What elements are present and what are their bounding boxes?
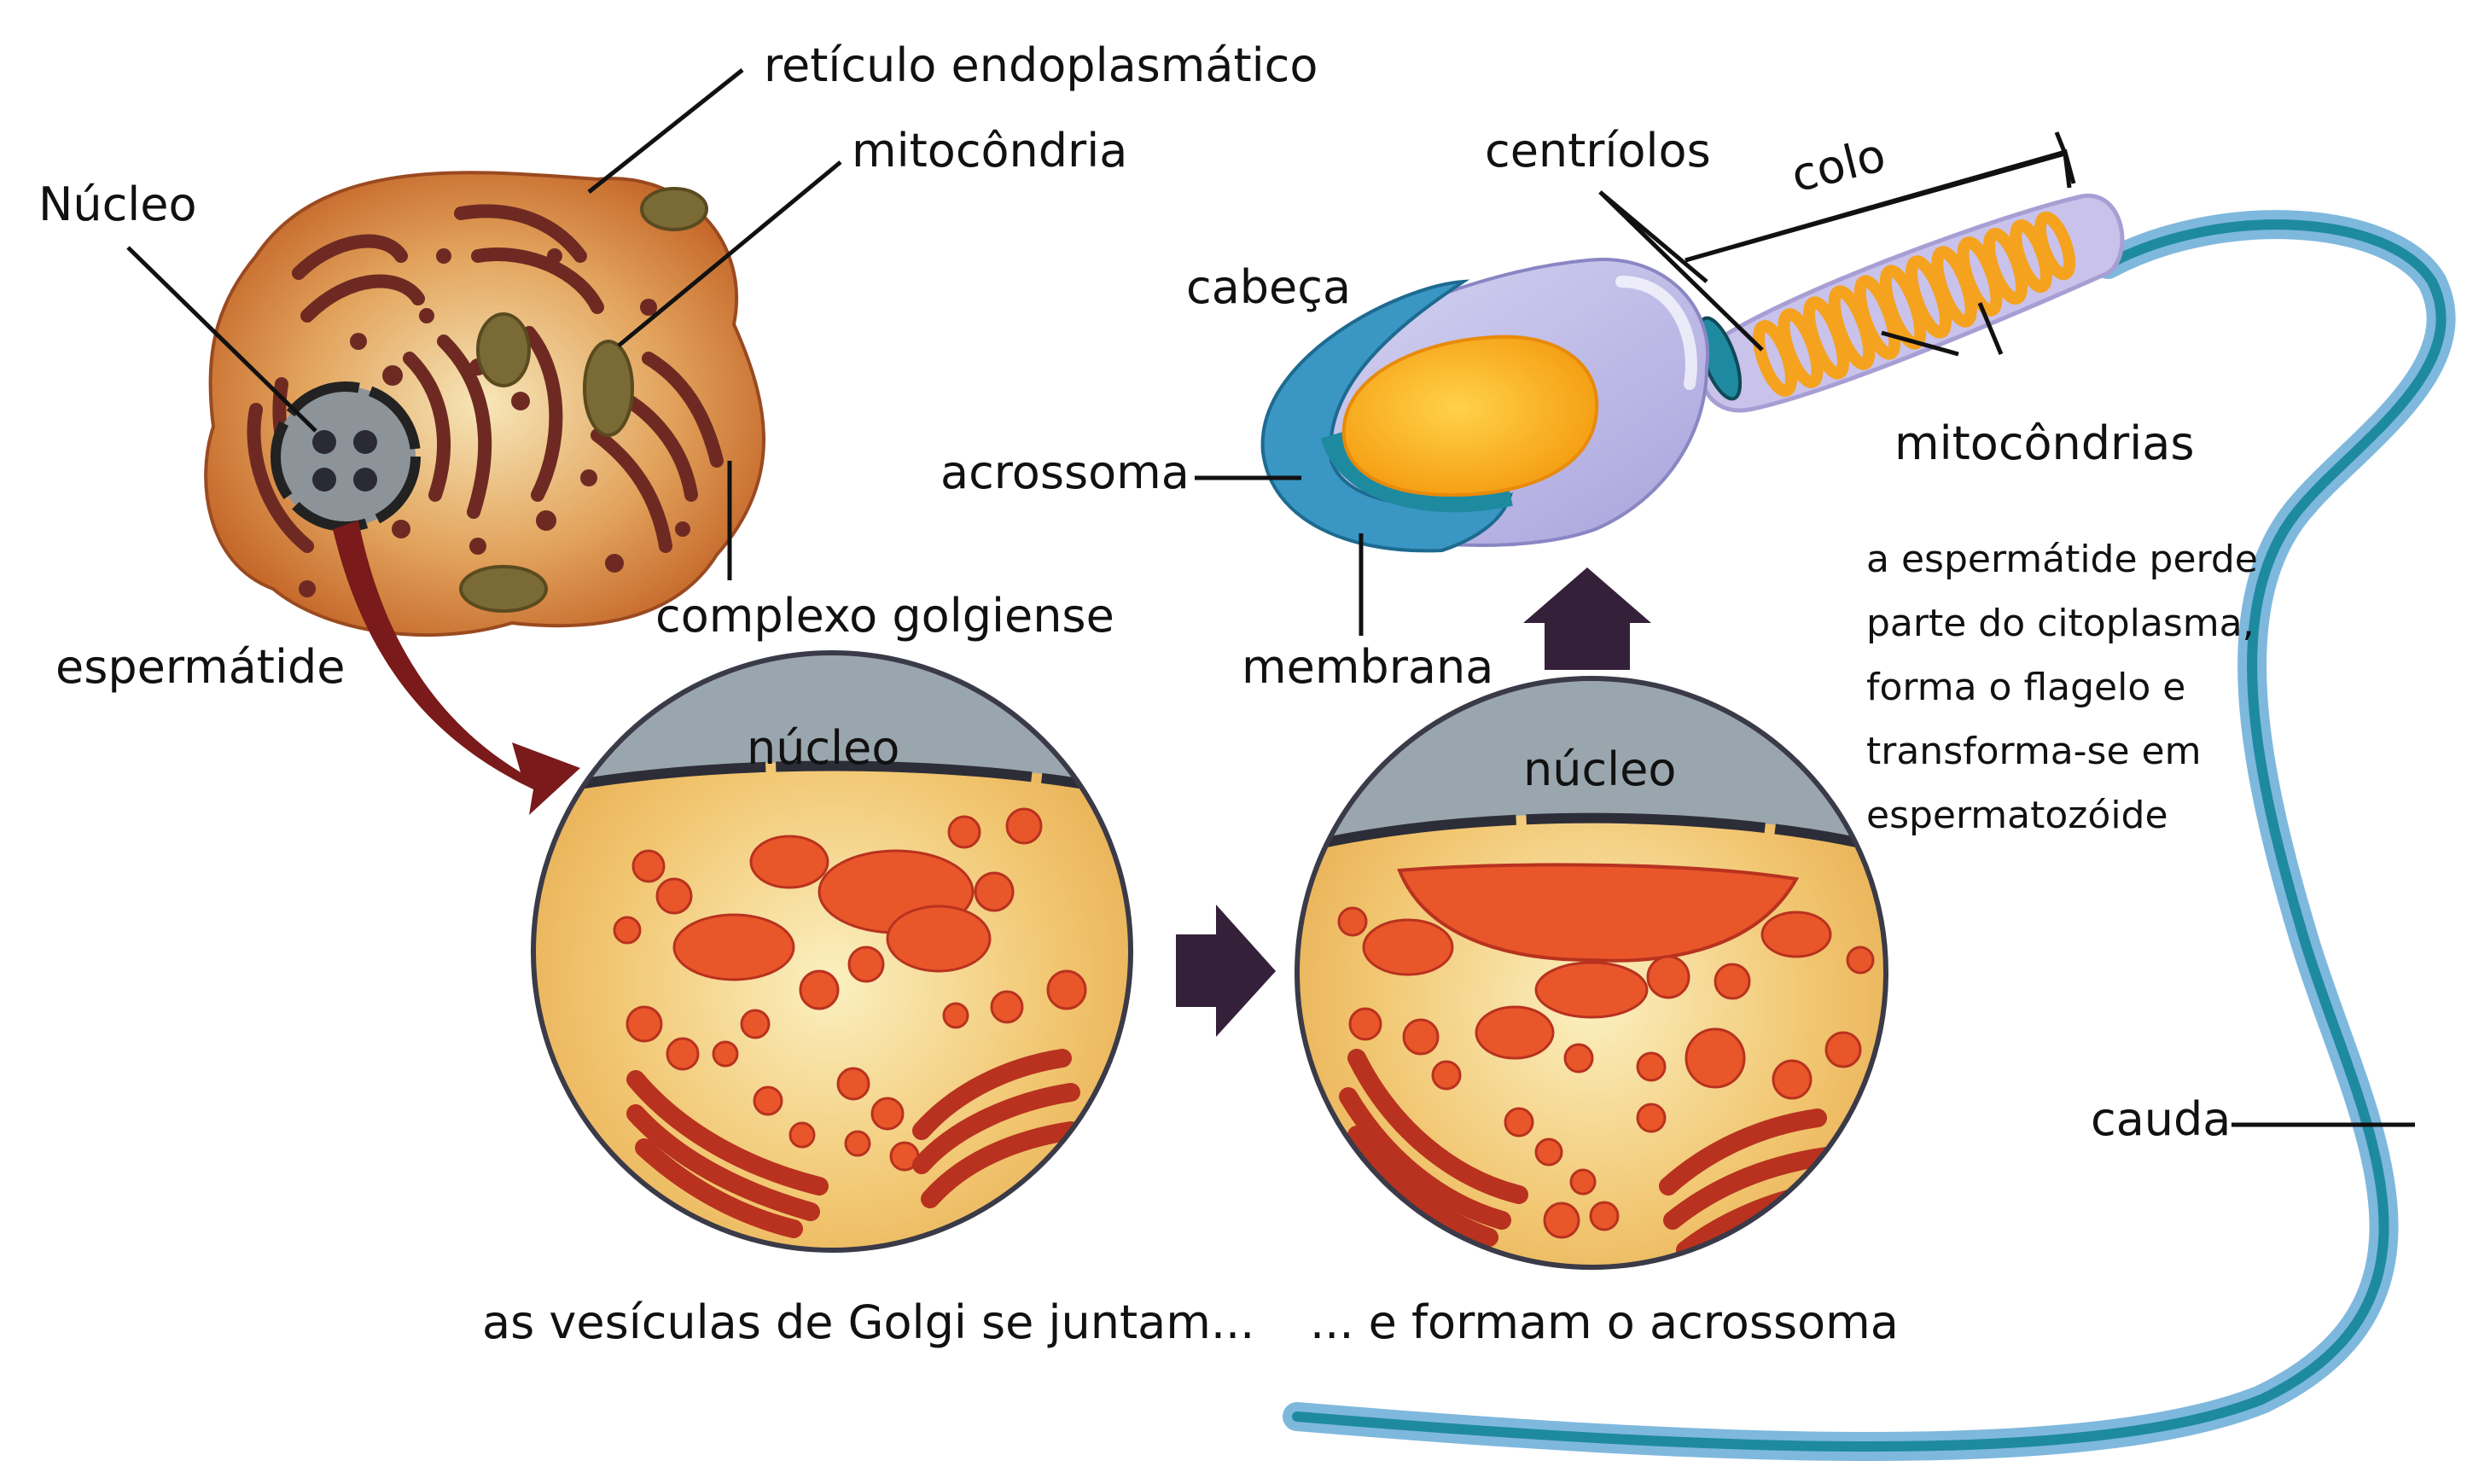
arrow-up-dark <box>1523 567 1651 670</box>
spermatid-cell <box>204 171 765 637</box>
caption-acrossoma: ... e formam o acrossoma <box>1310 1295 1899 1349</box>
cell-mitochondria <box>459 187 708 613</box>
label-nucleo-cell: Núcleo <box>38 177 197 231</box>
reticulum-strands <box>247 204 724 553</box>
label-mitocondrias: mitocôndrias <box>1894 416 2194 470</box>
label-espermatide: espermátide <box>55 640 345 694</box>
caption-vesiculas: as vesículas de Golgi se juntam... <box>482 1295 1254 1349</box>
cell-leader-lines <box>126 68 842 580</box>
description-line-3: forma o flagelo e <box>1866 666 2185 709</box>
description-line-2: parte do citoplasma, <box>1866 602 2255 645</box>
colo-bracket <box>1685 148 2076 263</box>
cell-nucleus <box>271 381 421 532</box>
golgi-circle-1 <box>531 650 1133 1253</box>
label-acrossoma: acrossoma <box>940 445 1190 499</box>
label-nucleo-circle-1: núcleo <box>747 721 899 775</box>
label-colo: colo <box>1786 128 1891 203</box>
acrosome-vesicle <box>1397 863 1800 963</box>
curved-arrow-red <box>333 521 580 815</box>
description-line-5: espermatozóide <box>1866 794 2168 837</box>
description-text: a espermátide perde parte do citoplasma,… <box>1866 538 2258 837</box>
acrosome <box>1260 279 1513 553</box>
label-mitocondria: mitocôndria <box>852 124 1127 177</box>
spermatozoon <box>1260 194 2456 1461</box>
label-membrana: membrana <box>1242 640 1493 694</box>
label-complexo-golgiense: complexo golgiense <box>655 589 1114 643</box>
vesicles-2 <box>1337 906 1875 1239</box>
arrow-right-dark <box>1176 905 1276 1037</box>
label-nucleo-circle-2: núcleo <box>1523 742 1676 796</box>
label-centriolos: centríolos <box>1485 124 1711 177</box>
label-cabeca: cabeça <box>1186 260 1351 314</box>
mitochondrial-coil <box>1753 211 2076 397</box>
head-nucleus <box>1341 335 1599 498</box>
label-reticulo: retículo endoplasmático <box>764 38 1318 92</box>
description-line-4: transforma-se em <box>1866 730 2201 773</box>
golgi-stack-2 <box>1339 1049 1836 1260</box>
golgi-stack-1 <box>626 1049 1080 1238</box>
vesicles-1 <box>613 807 1087 1172</box>
description-line-1: a espermátide perde <box>1866 538 2258 581</box>
label-cauda: cauda <box>2091 1092 2231 1146</box>
acrosome-circle-2 <box>1295 676 1888 1270</box>
